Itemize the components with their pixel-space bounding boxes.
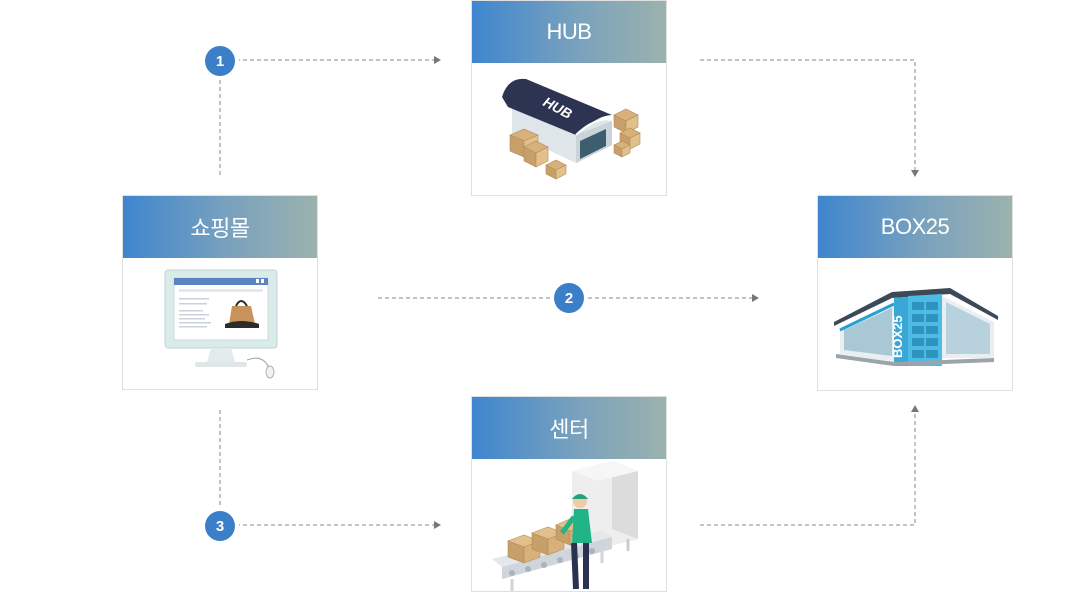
hub-card: HUB HUB [471,0,667,196]
box25-title: BOX25 [818,196,1012,258]
conveyor-worker-icon [492,461,638,591]
box25-card: BOX25 BOX25 [817,195,1013,391]
warehouse-hub-icon: HUB [502,78,641,180]
hub-to-box-line [700,59,919,177]
step-3-badge: 3 [205,511,235,541]
computer-monitor-icon [164,269,278,379]
center-card: 센터 [471,396,667,592]
box25-sign-label: BOX25 [890,315,905,358]
step-2-badge: 2 [554,283,584,313]
center-to-box-line [700,405,919,526]
hub-title: HUB [472,1,666,63]
step-1-badge: 1 [205,46,235,76]
shopping-mall-title: 쇼핑몰 [123,196,317,258]
shopping-mall-card: 쇼핑몰 [122,195,318,390]
center-title: 센터 [472,397,666,459]
box25-store-icon: BOX25 [834,288,998,366]
